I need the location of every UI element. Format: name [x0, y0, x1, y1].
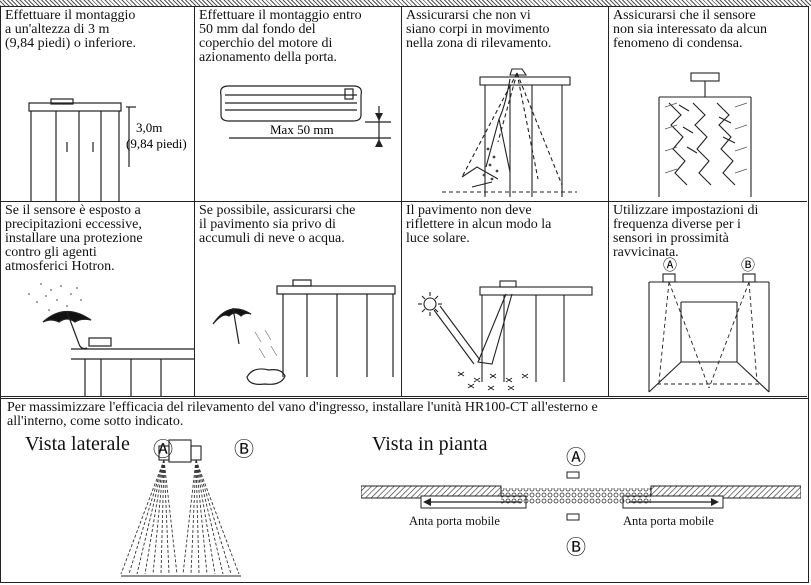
max-distance-label: Max 50 mm: [270, 122, 334, 137]
height-dimension-feet-label: (9,84 piedi): [126, 136, 187, 151]
instruction-cell-condensation: Assicurarsi che il sensore non sia inter…: [609, 7, 807, 202]
side-view-badge-a: Ⓐ: [153, 439, 173, 461]
height-dimension-label: 3,0m: [136, 120, 162, 135]
instruction-grid: Effettuare il montaggio a un'altezza di …: [0, 6, 809, 399]
plan-view-badge-a: Ⓐ: [566, 447, 586, 469]
sensor-b-badge: Ⓑ: [741, 258, 755, 274]
instruction-cell-precipitation: Se il sensore è esposto a precipitazioni…: [1, 202, 195, 397]
instruction-text: Effettuare il montaggio entro 50 mm dal …: [199, 8, 362, 65]
instruction-text: Se possibile, assicurarsi che il pavimen…: [199, 203, 356, 246]
frequency-sensors-illustration: Ⓐ Ⓑ: [648, 258, 770, 393]
instruction-text: Assicurarsi che non vi siano corpi in mo…: [406, 8, 552, 51]
sunlight-reflection-illustration: [418, 280, 593, 391]
instruction-text: Se il sensore è esposto a precipitazioni…: [5, 203, 143, 274]
condensation-illustration: [658, 72, 752, 197]
moving-objects-illustration: [442, 68, 577, 197]
door-height-illustration: 3,0m (9,84 piedi): [28, 98, 187, 201]
snow-water-illustration: [212, 279, 396, 385]
instruction-text: Il pavimento non deve riflettere in alcu…: [406, 203, 552, 246]
left-door-leaf-label: Anta porta mobile: [409, 514, 500, 528]
side-view-badge-b: Ⓑ: [234, 439, 254, 461]
plan-view-badge-b: Ⓑ: [566, 537, 586, 559]
weather-cover-illustration: [28, 283, 194, 396]
hatched-top-band: [0, 0, 811, 6]
instruction-cell-mounting-distance: Effettuare il montaggio entro 50 mm dal …: [195, 7, 402, 202]
instruction-cell-snow-water: Se possibile, assicurarsi che il pavimen…: [195, 202, 402, 397]
bottom-panel: Per massimizzare l'efficacia del rilevam…: [0, 398, 809, 583]
motor-cover-illustration: Max 50 mm: [220, 85, 391, 147]
instruction-cell-height: Effettuare il montaggio a un'altezza di …: [1, 7, 195, 202]
plan-view-diagram: [361, 471, 801, 521]
instruction-text: Utilizzare impostazioni di frequenza div…: [613, 203, 759, 260]
side-view-diagram: [120, 439, 241, 577]
installation-intro-text: Per massimizzare l'efficacia del rilevam…: [7, 400, 598, 429]
instruction-cell-sunlight: Il pavimento non deve riflettere in alcu…: [402, 202, 609, 397]
instruction-text: Effettuare il montaggio a un'altezza di …: [5, 8, 137, 51]
right-door-leaf-label: Anta porta mobile: [623, 514, 714, 528]
sensor-a-badge: Ⓐ: [663, 258, 677, 274]
instruction-text: Assicurarsi che il sensore non sia inter…: [613, 8, 767, 51]
side-view-label: Vista laterale: [25, 433, 130, 455]
instruction-cell-moving-objects: Assicurarsi che non vi siano corpi in mo…: [402, 7, 609, 202]
instruction-cell-frequency: Utilizzare impostazioni di frequenza div…: [609, 202, 807, 397]
plan-view-label: Vista in pianta: [372, 433, 488, 455]
